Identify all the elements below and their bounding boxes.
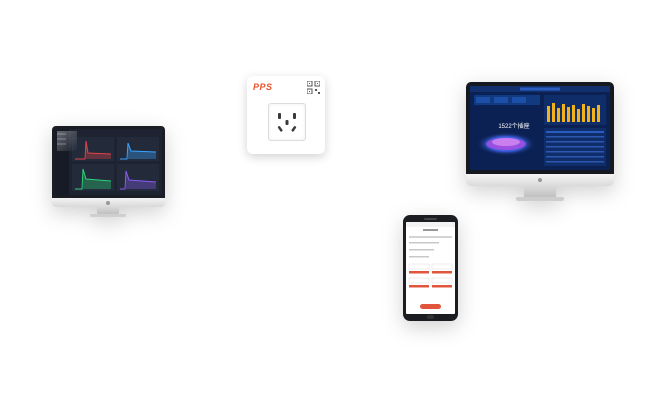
mobile-app-graphic (406, 222, 455, 309)
monitor-stand-neck (524, 186, 556, 198)
camera-dot (538, 178, 542, 182)
brand-logo: PPS (253, 82, 273, 92)
screen-glare (57, 131, 77, 151)
left-monitor-screen (55, 129, 162, 195)
center-value: 1522个插座 (498, 124, 530, 130)
monitor-stand-foot (90, 214, 126, 217)
camera-dot (106, 201, 110, 205)
phone-home-button (427, 315, 434, 319)
left-monitor (52, 126, 165, 218)
smart-socket: PPS (247, 76, 325, 154)
phone-screen (406, 222, 455, 314)
mobile-phone (403, 215, 458, 321)
big-screen-dashboard (470, 86, 610, 170)
outlet-holes-icon (277, 113, 297, 132)
dashboard-graphic (55, 129, 162, 195)
right-monitor-screen: 1522个插座 (470, 86, 610, 170)
right-monitor: 1522个插座 (466, 82, 614, 202)
phone-speaker (424, 218, 437, 220)
qr-code-icon (307, 81, 320, 94)
monitor-stand-neck (97, 207, 119, 215)
outlet-plate (268, 103, 306, 141)
monitor-stand-foot (516, 197, 564, 201)
